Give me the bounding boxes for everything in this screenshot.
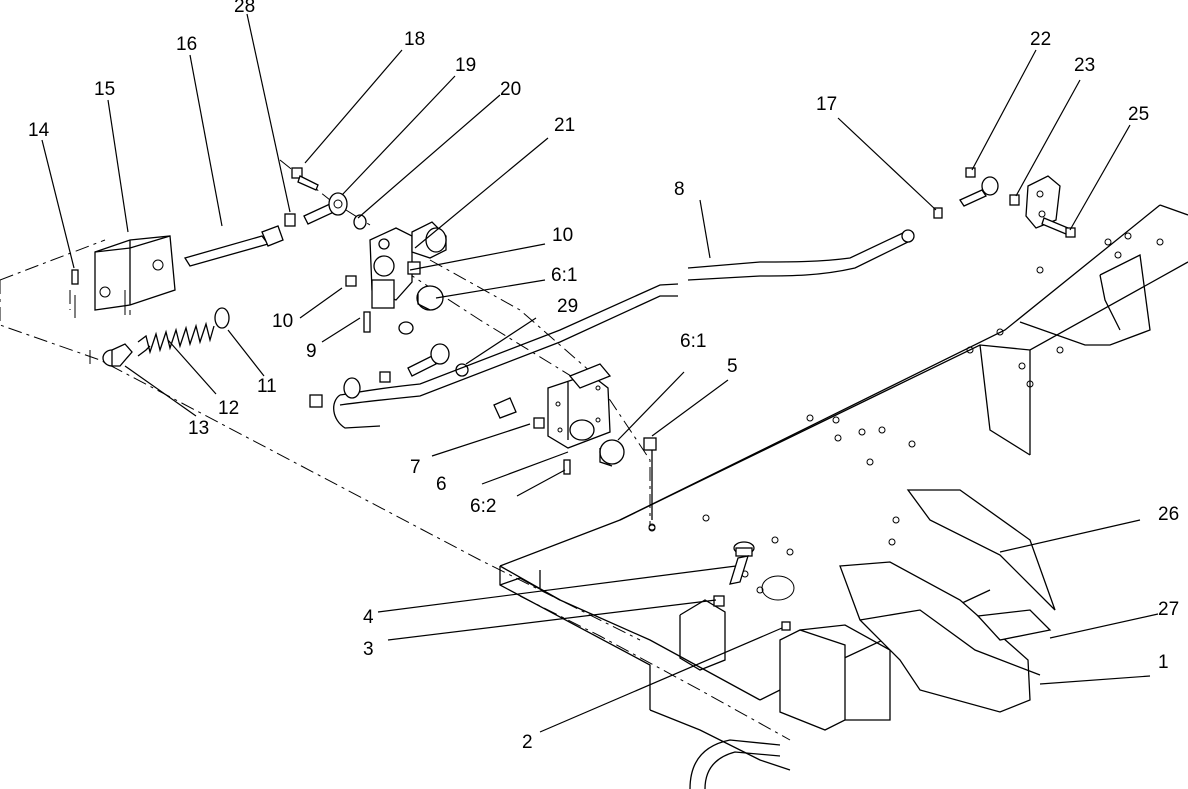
pin-part-9	[363, 311, 371, 333]
callout-10-right: 10	[552, 225, 573, 246]
chassis-frame	[499, 204, 1188, 789]
callout-6-1-right: 6:1	[680, 331, 706, 352]
callout-4: 4	[363, 607, 374, 628]
callout-3: 3	[363, 639, 374, 660]
callout-21: 21	[554, 115, 575, 136]
bolt-lower	[493, 397, 517, 419]
rod-end-lower	[309, 343, 450, 408]
callout-2: 2	[522, 732, 533, 753]
callout-26: 26	[1158, 504, 1179, 525]
callout-19: 19	[455, 55, 476, 76]
callout-6-1-upper: 6:1	[551, 265, 577, 286]
callout-29: 29	[557, 296, 578, 317]
callout-6: 6	[436, 474, 447, 495]
callout-11: 11	[257, 376, 277, 397]
callout-8: 8	[674, 179, 685, 200]
callout-9: 9	[306, 341, 317, 362]
pedal-part-26	[839, 489, 1056, 713]
callout-7: 7	[410, 457, 421, 478]
bolt-part-5	[643, 437, 657, 532]
callout-16: 16	[176, 34, 197, 55]
callout-6-2: 6:2	[470, 496, 496, 517]
bushing-part-6-1-upper	[416, 285, 444, 311]
brake-switch-part-4	[729, 541, 755, 585]
washer-part-20	[353, 214, 367, 230]
nut-part-3	[713, 595, 725, 607]
rod-part-16	[183, 225, 284, 267]
leader-lines	[41, 13, 1159, 733]
callout-17: 17	[816, 94, 837, 115]
rod-end-part-19	[303, 192, 348, 225]
control-rod-part-8	[333, 229, 915, 429]
callout-12: 12	[218, 398, 239, 419]
callout-25: 25	[1128, 104, 1149, 125]
spacer-part-13	[102, 343, 133, 367]
callout-10-left: 10	[272, 311, 293, 332]
nut-part-28	[284, 213, 296, 227]
washer	[398, 321, 414, 335]
callout-28: 28	[234, 0, 255, 17]
callout-23: 23	[1074, 55, 1095, 76]
callout-20: 20	[500, 79, 521, 100]
pivot-plate-part-6	[547, 363, 612, 475]
pivot-lever-part-21	[369, 221, 447, 309]
nut-part-7	[533, 417, 545, 429]
roll-pin-part-14	[71, 269, 79, 285]
nut-part-10	[345, 275, 357, 287]
callout-1: 1	[1158, 652, 1169, 673]
washer-part-11	[214, 307, 230, 329]
callout-18: 18	[404, 29, 425, 50]
callout-15: 15	[94, 79, 115, 100]
screw-part-2	[781, 621, 791, 631]
callout-labels: 1 2 3 4 5 6 6:1 6:1 6:2 7 8 9 10 10 11 1…	[28, 0, 1179, 753]
spring-part-12	[137, 321, 215, 357]
bolt-part-18	[291, 167, 319, 191]
bushing-part-6-1-lower	[599, 439, 625, 467]
callout-14: 14	[28, 120, 50, 141]
callout-5: 5	[727, 356, 738, 377]
bracket-part-15	[74, 235, 176, 318]
callout-27: 27	[1158, 599, 1179, 620]
callout-22: 22	[1030, 29, 1051, 50]
callout-13: 13	[188, 418, 209, 439]
right-linkage	[933, 167, 1076, 238]
